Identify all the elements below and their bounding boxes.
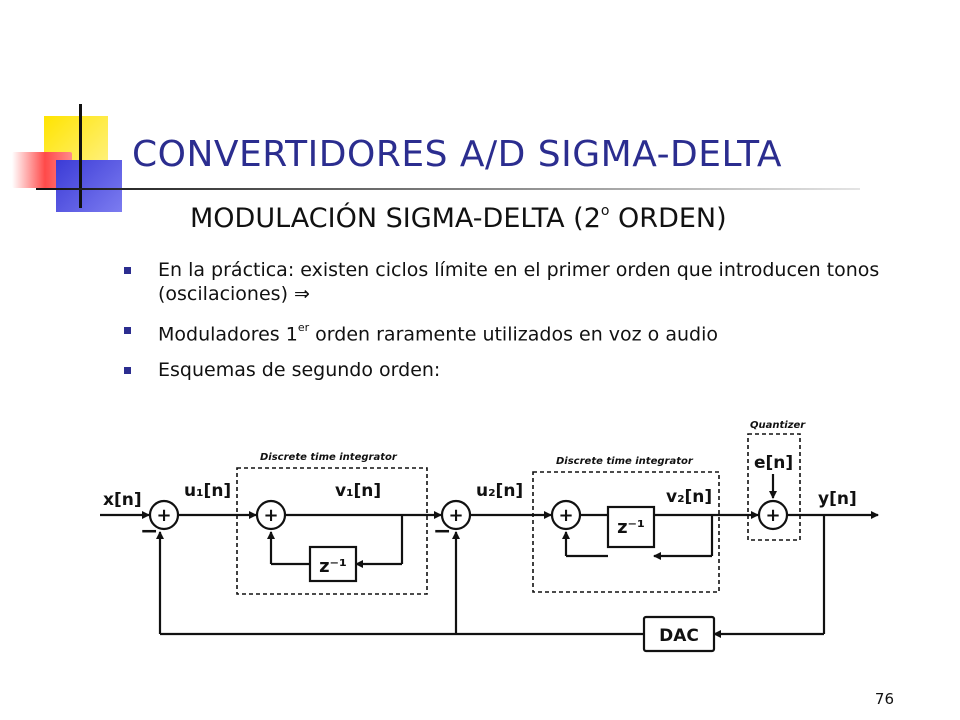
summer-2-minus: − [433, 519, 451, 544]
bullet-item: Esquemas de segundo orden: [122, 358, 882, 382]
summer-integrator1-sign: + [263, 505, 278, 526]
summer-2 [440, 499, 472, 531]
integrator1-caption: Discrete time integrator [260, 452, 398, 463]
error-label: e[n] [754, 453, 793, 473]
u1-label: u₁[n] [184, 481, 231, 501]
delay-2-label: z⁻¹ [617, 517, 645, 538]
integrator1-dashed-box [236, 467, 428, 595]
delay-block-2 [606, 505, 656, 549]
slide-subtitle: MODULACIÓN SIGMA-DELTA (2o ORDEN) [190, 203, 727, 234]
title-underline [36, 188, 860, 190]
dac-block [642, 615, 716, 653]
v2-label: v₂[n] [666, 487, 712, 507]
delay-1-label: z⁻¹ [319, 556, 347, 577]
bullet-text-before: Moduladores 1 [158, 323, 298, 346]
integrator2-caption: Discrete time integrator [556, 456, 694, 467]
slide-title: CONVERTIDORES A/D SIGMA-DELTA [132, 134, 782, 175]
output-label: y[n] [818, 489, 857, 509]
summer-1-minus: − [140, 519, 158, 544]
summer-integrator2 [550, 499, 582, 531]
sigma-delta-block-diagram: + + + + + − − x[n] u₁[n] v₁[n] u₂[n] v₂[… [100, 420, 879, 653]
summer-1 [148, 499, 180, 531]
decor-blue-square [56, 160, 122, 212]
bullet-text-after: orden raramente utilizados en voz o audi… [309, 323, 718, 346]
u2-label: u₂[n] [476, 481, 523, 501]
quantizer-caption: Quantizer [750, 420, 806, 431]
summer-quantizer-sign: + [765, 505, 780, 526]
quantizer-dashed-box [747, 433, 801, 541]
subtitle-superscript: o [600, 203, 610, 219]
summer-1-sign: + [156, 505, 171, 526]
summer-integrator2-sign: + [558, 505, 573, 526]
v1-label: v₁[n] [335, 481, 381, 501]
subtitle-main: MODULACIÓN SIGMA-DELTA (2 [190, 203, 601, 234]
summer-2-sign: + [448, 505, 463, 526]
summer-integrator1 [255, 499, 287, 531]
delay-block-1 [308, 545, 358, 583]
input-label: x[n] [103, 490, 142, 510]
bullet-item: En la práctica: existen ciclos límite en… [122, 258, 882, 306]
bullet-list: En la práctica: existen ciclos límite en… [122, 258, 882, 394]
bullet-superscript: er [297, 321, 310, 334]
bullet-item: Moduladores 1er orden raramente utilizad… [122, 318, 882, 346]
integrator2-dashed-box [532, 471, 720, 593]
decor-vertical-line [79, 104, 82, 208]
subtitle-end: ORDEN) [609, 203, 727, 234]
summer-quantizer [757, 499, 789, 531]
dac-label: DAC [659, 626, 699, 646]
page-number: 76 [874, 690, 894, 708]
